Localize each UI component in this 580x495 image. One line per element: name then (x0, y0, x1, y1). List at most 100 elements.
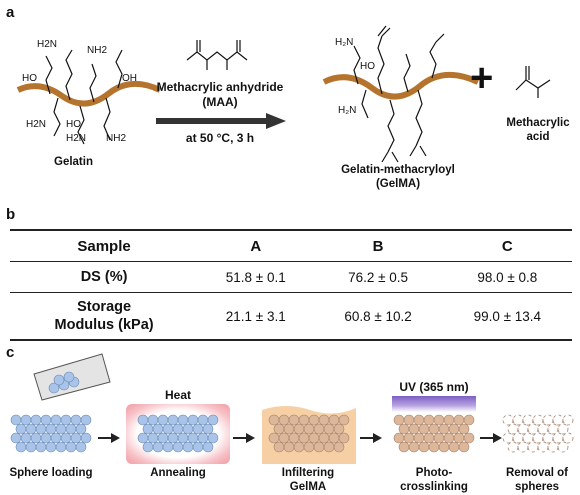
uv-lamp (392, 396, 476, 412)
pore (542, 432, 554, 444)
pore (507, 441, 519, 453)
sphere (393, 414, 405, 426)
sphere (273, 441, 285, 453)
sphere (70, 414, 82, 426)
pore (512, 414, 524, 426)
sphere (308, 414, 320, 426)
sphere (70, 432, 82, 444)
product-label-line1: Gelatin-methacryloyl (341, 164, 455, 176)
sphere (433, 432, 445, 444)
sphere (288, 414, 300, 426)
gelatin-group-amine-1: H2N (37, 39, 58, 50)
uv-label: UV (365 nm) (399, 380, 469, 394)
sphere (40, 414, 52, 426)
sphere (182, 441, 194, 453)
step-label-removal-line1: Removal of (506, 467, 568, 479)
sphere (278, 414, 290, 426)
sphere (318, 414, 330, 426)
sphere (167, 432, 179, 444)
sphere (393, 432, 405, 444)
sphere (403, 432, 415, 444)
reaction-arrow (156, 113, 286, 129)
arrow-4 (480, 433, 502, 443)
pore (517, 441, 529, 453)
pore (557, 423, 569, 435)
sphere (157, 432, 169, 444)
pore (562, 414, 574, 426)
sphere (408, 423, 420, 435)
step-label-infiltering-line2: GelMA (289, 481, 327, 493)
sphere (30, 432, 42, 444)
sphere (333, 441, 345, 453)
gelatin-group-amine-5: NH2 (106, 133, 127, 144)
sphere (202, 441, 214, 453)
sphere (55, 441, 67, 453)
sphere (283, 423, 295, 435)
sphere (142, 441, 154, 453)
sphere (268, 414, 280, 426)
table-header-b: B (313, 229, 443, 262)
sphere (438, 441, 450, 453)
arrow-3 (360, 433, 382, 443)
sphere (298, 414, 310, 426)
sphere (333, 423, 345, 435)
step-label-annealing: Annealing (150, 467, 206, 479)
sphere (403, 414, 415, 426)
cell-ds-b: 76.2 ± 0.5 (313, 261, 443, 293)
gelatin-group-hydroxyl-1: HO (22, 73, 37, 84)
pore (512, 432, 524, 444)
sphere (187, 414, 199, 426)
byproduct-label-line1: Methacrylic (506, 117, 570, 129)
sphere (45, 423, 57, 435)
sphere (152, 441, 164, 453)
table-header-a: A (198, 229, 314, 262)
sphere (40, 432, 52, 444)
gelatin-group-hydroxyl-3: HO (66, 119, 81, 130)
sphere (413, 414, 425, 426)
sphere (313, 441, 325, 453)
sphere (298, 432, 310, 444)
sphere (453, 414, 465, 426)
sphere (75, 423, 87, 435)
sphere (172, 441, 184, 453)
sphere (453, 432, 465, 444)
step-label-crosslinking-line2: crosslinking (400, 481, 468, 493)
panel-label-a: a (6, 4, 15, 21)
reagent-name: Methacrylic anhydride (156, 80, 284, 94)
inverse-opal-scaffold (502, 414, 574, 453)
table-header-c: C (442, 229, 572, 262)
sphere (197, 414, 209, 426)
sphere (15, 423, 27, 435)
sphere (65, 441, 77, 453)
table-row-ds: DS (%) 51.8 ± 0.1 76.2 ± 0.5 98.0 ± 0.8 (10, 261, 572, 293)
sphere (60, 414, 72, 426)
sphere (283, 441, 295, 453)
sphere (152, 423, 164, 435)
step-label-infiltering-line1: Infiltering (281, 467, 335, 479)
sphere (443, 414, 455, 426)
sphere (328, 432, 340, 444)
sphere (413, 432, 425, 444)
pore (527, 441, 539, 453)
sphere (10, 432, 22, 444)
cell-ds-c: 98.0 ± 0.8 (442, 261, 572, 293)
sphere (293, 423, 305, 435)
arrow-1 (98, 433, 120, 443)
sphere (147, 432, 159, 444)
arrow-2 (233, 433, 255, 443)
sphere (197, 432, 209, 444)
sphere (303, 423, 315, 435)
sphere (458, 441, 470, 453)
sphere (428, 441, 440, 453)
sphere-lattice-infiltering (268, 414, 350, 453)
pore (522, 432, 534, 444)
sphere (25, 441, 37, 453)
gelma-amine-label-2: H₂N (338, 105, 357, 116)
sphere (55, 423, 67, 435)
reaction-conditions: at 50 °C, 3 h (185, 131, 255, 145)
gelatin-group-amine-4: H2N (66, 133, 87, 144)
sphere (20, 432, 32, 444)
heat-label: Heat (164, 388, 191, 402)
sphere-lattice-annealing (137, 414, 219, 453)
sphere (192, 423, 204, 435)
